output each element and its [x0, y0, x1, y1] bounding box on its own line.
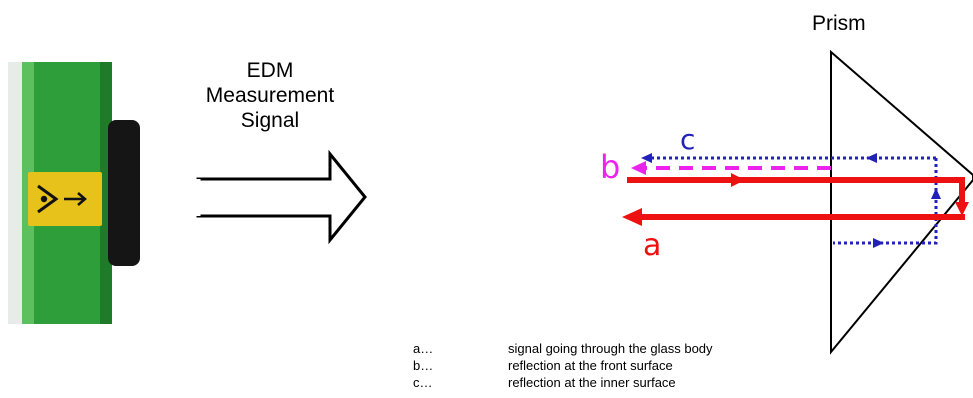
legend-item-c: c… reflection at the inner surface [413, 374, 713, 391]
legend: a… signal going through the glass body b… [413, 340, 713, 391]
ray-a-label: a [643, 228, 662, 263]
edm-label-line-3: Signal [240, 109, 300, 132]
ray-a-path [622, 173, 969, 226]
prism-shape [830, 49, 973, 355]
legend-key: b… [413, 358, 434, 373]
ray-c-label: c [680, 123, 696, 156]
edm-signal-label: EDM Measurement Signal [195, 58, 345, 133]
legend-item-a: a… signal going through the glass body [413, 340, 713, 357]
legend-text: reflection at the inner surface [508, 375, 676, 390]
prism-title: Prism [812, 12, 866, 35]
legend-key: a… [413, 341, 434, 356]
legend-text: reflection at the front surface [508, 358, 673, 373]
edm-label-line-1: EDM [246, 59, 294, 82]
legend-key: c… [413, 375, 433, 390]
edm-label-line-2: Measurement [205, 84, 335, 107]
ray-b-label: b [600, 148, 621, 186]
legend-item-b: b… reflection at the front surface [413, 357, 713, 374]
edm-symbol-icon [37, 184, 87, 214]
signal-arrow [195, 149, 367, 245]
instrument-image [8, 62, 140, 324]
ray-c-path [641, 153, 941, 248]
legend-text: signal going through the glass body [508, 341, 713, 356]
ray-b-path [631, 161, 831, 175]
